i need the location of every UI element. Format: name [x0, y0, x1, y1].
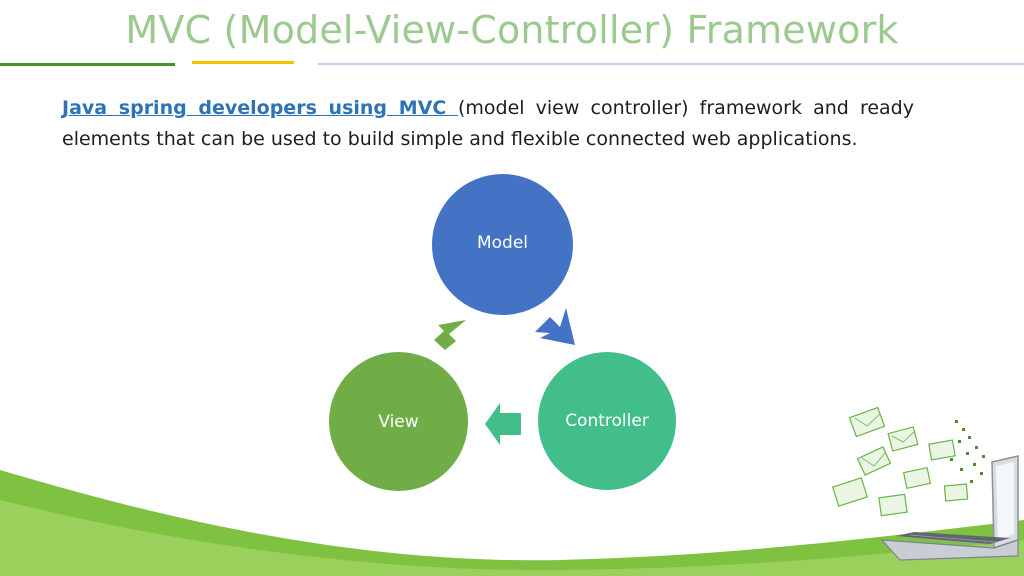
title-rule-blue — [318, 63, 1024, 65]
arrow-view-to-model — [434, 320, 466, 350]
arrow-model-to-controller — [535, 308, 575, 345]
slide-title: MVC (Model-View-Controller) Framework — [125, 8, 899, 52]
arrow-controller-to-view — [485, 403, 521, 445]
title-rule-yellow — [192, 61, 294, 64]
controller-node-label: Controller — [565, 411, 649, 431]
intro-text: (model view controller) framework and re… — [62, 97, 914, 150]
intro-link[interactable]: Java spring developers using MVC — [62, 97, 458, 119]
bottom-wave-highlight — [0, 500, 1024, 576]
bottom-wave — [0, 470, 1024, 576]
model-node: Model — [432, 174, 573, 315]
view-node-label: View — [378, 411, 419, 432]
laptop-with-envelopes-icon — [831, 406, 1019, 561]
intro-paragraph: Java spring developers using MVC (model … — [62, 93, 914, 155]
view-node: View — [329, 352, 468, 491]
model-node-label: Model — [476, 232, 529, 253]
controller-node: Controller — [538, 352, 676, 490]
title-rule-green — [0, 63, 175, 66]
diagram-arrows — [434, 308, 575, 445]
